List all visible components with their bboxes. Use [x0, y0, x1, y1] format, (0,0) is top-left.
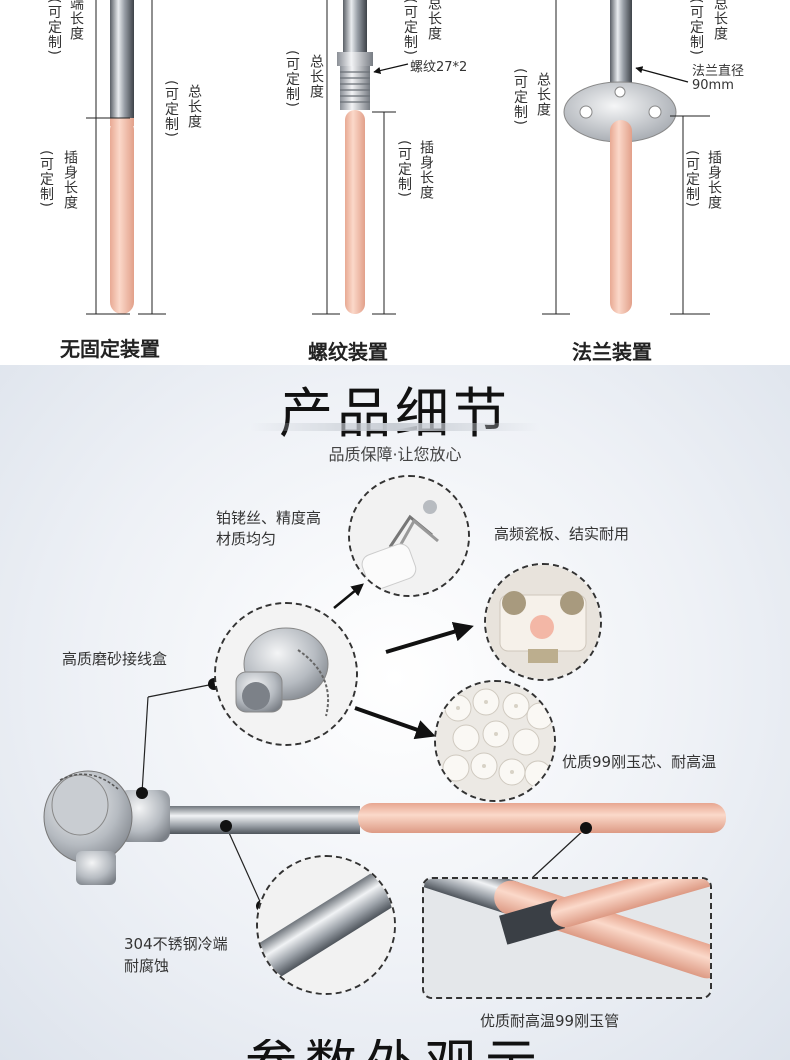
probe-no-fixture [86, 0, 166, 315]
callout-corundum-tube: 优质耐高温99刚玉管 [480, 1012, 620, 1030]
callout-platinum-wire-1: 铂铑丝、精度高 [216, 509, 322, 527]
custom-note-3c: (可定制) [684, 150, 700, 208]
custom-note-3a: (可定制) [688, 0, 704, 56]
title-underline [250, 423, 540, 431]
product-details-section: 产品细节 品质保障·让您放心 [0, 365, 790, 1060]
probe-thread [312, 0, 409, 315]
junction-box-closeup [214, 602, 358, 746]
next-section-title-clip: 参数外观示 [0, 1039, 790, 1060]
callout-platinum-wire-2: 材质均匀 [216, 530, 277, 548]
callout-steel-cold-end-1: 304不锈钢冷端 [124, 935, 228, 953]
custom-note-1a: (可定制) [46, 0, 62, 56]
steel-cold-end-closeup [256, 855, 396, 995]
section-subtitle: 品质保障·让您放心 [328, 445, 462, 464]
callout-ceramic-plate: 高频瓷板、结实耐用 [494, 525, 630, 543]
next-section-title: 参数外观示 [0, 1039, 790, 1060]
custom-note-2a: (可定制) [402, 0, 418, 56]
total-length-label-2: 总长度 [308, 54, 324, 99]
cold-end-length-label: 端长度 [68, 0, 84, 41]
thread-spec-label: 螺纹27*2 [410, 60, 468, 75]
caption-flange: 法兰装置 [572, 340, 652, 364]
total-length-top-3: 总长度 [712, 0, 728, 41]
custom-note-2b: (可定制) [284, 50, 300, 108]
probe-flange [542, 0, 710, 315]
installation-diagrams [86, 0, 710, 315]
thermocouple-product [43, 770, 726, 885]
flange-diameter-value: 90mm [692, 78, 734, 93]
ceramic-plate-closeup [484, 563, 602, 681]
callout-corundum-core: 优质99刚玉芯、耐高温 [562, 753, 717, 771]
platinum-wire-closeup [348, 475, 470, 597]
callout-lines [43, 583, 726, 912]
caption-no-fixture: 无固定装置 [60, 337, 160, 361]
custom-note-1b: (可定制) [38, 150, 54, 208]
insert-length-label-1: 插身长度 [62, 150, 78, 210]
custom-note-1c: (可定制) [163, 80, 179, 138]
callout-junction-box: 高质磨砂接线盒 [62, 650, 168, 668]
insert-length-label-3: 插身长度 [706, 150, 722, 210]
section-title: 产品细节 [279, 382, 511, 445]
caption-thread: 螺纹装置 [308, 340, 388, 364]
custom-note-3b: (可定制) [512, 68, 528, 126]
insert-length-label-2: 插身长度 [418, 140, 434, 200]
installation-types-section: (可定制) 端长度 (可定制) 插身长度 (可定制) 总长度 (可定制) 总长度… [0, 0, 790, 365]
callout-steel-cold-end-2: 耐腐蚀 [124, 957, 170, 975]
total-length-label-3: 总长度 [535, 72, 551, 117]
corundum-tube-closeup [422, 877, 712, 999]
custom-note-2c: (可定制) [396, 140, 412, 198]
flange-diameter-label: 法兰直径 [692, 64, 745, 79]
corundum-core-closeup [434, 680, 556, 802]
total-length-label-1: 总长度 [186, 84, 202, 129]
total-length-top-2: 总长度 [426, 0, 442, 41]
